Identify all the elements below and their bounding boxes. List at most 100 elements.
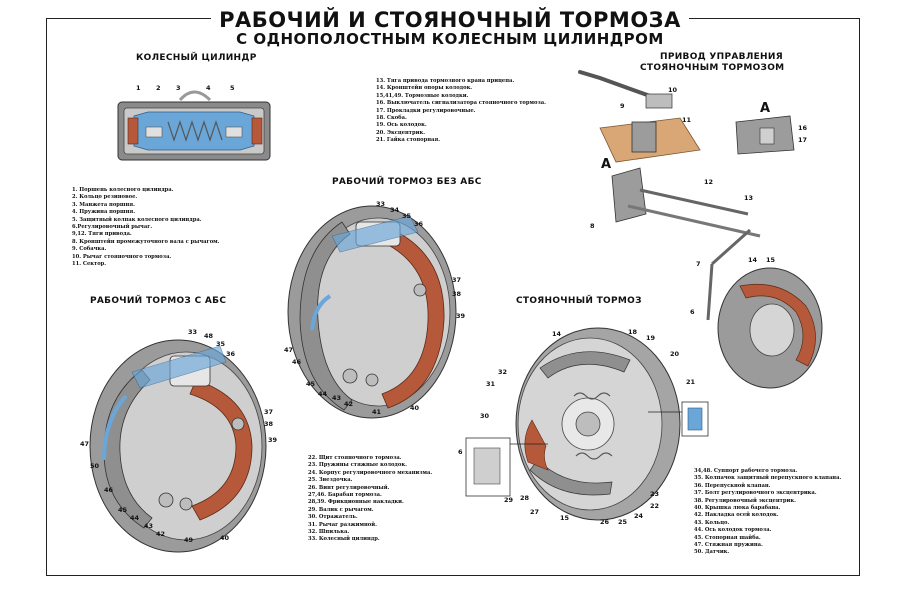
callout-drive: 12 <box>704 178 713 186</box>
heading-drive-line2: СТОЯНОЧНЫМ ТОРМОЗОМ <box>640 63 785 73</box>
callout-no_abs: 41 <box>372 408 382 416</box>
callout-parking: 30 <box>480 412 490 420</box>
callout-abs: 40 <box>220 534 230 542</box>
callout-cylinder: 5 <box>230 84 235 92</box>
callout-no_abs: 47 <box>284 346 293 354</box>
callout-drive: 6 <box>690 308 695 316</box>
callout-drive: 8 <box>590 222 595 230</box>
legend-item: 31. Рычаг разжимной. <box>308 521 377 528</box>
wheel-cylinder-illustration <box>117 90 271 161</box>
callout-no_abs: 45 <box>306 380 316 388</box>
poster-subtitle: С ОДНОПОЛОСТНЫМ КОЛЕСНЫМ ЦИЛИНДРОМ <box>0 30 900 48</box>
legend-item: 17. Прокладки регулировочные. <box>376 107 476 114</box>
view-a-marker: А <box>601 157 612 172</box>
callout-no_abs: 44 <box>318 390 328 398</box>
callout-abs: 44 <box>130 514 140 522</box>
callout-drive: 14 <box>748 256 758 264</box>
callout-no_abs: 42 <box>344 400 353 408</box>
callout-abs: 45 <box>118 506 128 514</box>
callout-parking: 28 <box>520 494 530 502</box>
callout-drive: 13 <box>744 194 753 202</box>
callout-parking: 20 <box>670 350 680 358</box>
legend-item: 35. Колпачок защитный перепускного клапа… <box>694 475 842 482</box>
callout-no_abs: 37 <box>452 276 461 284</box>
legend-item: 6.Регулировочный рычаг. <box>72 224 153 231</box>
callout-no_abs: 43 <box>332 394 341 402</box>
legend-item: 5. Защитный колпак колесного цилиндра. <box>72 216 202 223</box>
legend-item: 34,48. Суппорт рабочего тормоза. <box>694 468 798 474</box>
callout-drive: 10 <box>668 86 678 94</box>
callout-abs: 50 <box>90 462 100 470</box>
callout-no_abs: 46 <box>292 358 302 366</box>
callout-no_abs: 36 <box>414 220 424 228</box>
callout-parking: 18 <box>628 328 638 336</box>
view-a-label: А <box>760 101 771 116</box>
callout-cylinder: 1 <box>136 84 141 92</box>
callout-parking: 32 <box>498 368 507 376</box>
legend-item: 8. Кронштейн промежуточного вала с рычаг… <box>72 238 220 245</box>
callout-cylinder: 3 <box>176 84 181 92</box>
callout-cylinder: 2 <box>156 84 161 92</box>
legend-item: 42. Накладка осей колодок. <box>694 512 779 519</box>
legend-item: 16. Выключатель сигнализатора стояночног… <box>376 100 546 107</box>
callout-no_abs: 40 <box>410 404 420 412</box>
legend-item: 21. Гайка стопорная. <box>376 137 441 144</box>
callout-drive: 11 <box>682 116 692 124</box>
legend-item: 36. Перепускной клапан. <box>694 482 771 489</box>
callout-parking: 31 <box>486 380 496 388</box>
callout-no_abs: 34 <box>390 206 400 214</box>
legend-item: 19. Ось колодок. <box>376 122 427 129</box>
callout-abs: 33 <box>188 328 197 336</box>
callout-parking: 24 <box>634 512 644 520</box>
callout-drive: 7 <box>696 260 701 268</box>
callout-drive: 15 <box>766 256 776 264</box>
legend-item: 23. Пружины стяжные колодок. <box>308 462 407 469</box>
legend-item: 32. Шпилька. <box>308 529 350 536</box>
legend-item: 28,39. Фрикционные накладки. <box>308 499 404 506</box>
legend-item: 9. Собачка. <box>72 246 107 253</box>
callout-drive: 17 <box>798 136 807 144</box>
heading-parking-brake: СТОЯНОЧНЫЙ ТОРМОЗ <box>516 296 642 306</box>
legend-item: 50. Датчик. <box>694 549 730 556</box>
legend-item: 9,12. Тяги привода. <box>72 231 132 238</box>
heading-brake-no-abs: РАБОЧИЙ ТОРМОЗ БЕЗ АБС <box>332 177 482 187</box>
legend-item: 26. Винт регулировочный. <box>308 484 390 491</box>
callout-parking: 22 <box>650 502 659 510</box>
legend-item: 33. Колесный цилиндр. <box>308 536 380 543</box>
heading-drive-line1: ПРИВОД УПРАВЛЕНИЯ <box>660 52 783 62</box>
legend-item: 10. Рычаг стояночного тормоза. <box>72 253 172 260</box>
callout-abs: 48 <box>204 332 214 340</box>
callout-abs: 36 <box>226 350 236 358</box>
callout-no_abs: 39 <box>456 312 466 320</box>
parking-drive-illustration <box>578 70 823 389</box>
legend-item: 44. Ось колодок тормоза. <box>694 527 772 534</box>
callout-parking: 29 <box>504 496 514 504</box>
legend-item: 27,46. Барабан тормоза. <box>308 492 382 499</box>
legend-item: 30. Отражатель. <box>308 514 358 521</box>
callout-abs: 47 <box>80 440 89 448</box>
legend-left: 1. Поршень колесного цилиндра.2. Кольцо … <box>72 187 219 268</box>
legend-item: 18. Скоба. <box>376 115 407 122</box>
callout-parking: 6 <box>458 448 463 456</box>
callout-parking: 26 <box>600 518 610 526</box>
callout-abs: 43 <box>144 522 153 530</box>
callout-drive: 16 <box>798 124 808 132</box>
callout-abs: 46 <box>104 486 114 494</box>
callout-drive: 9 <box>620 102 625 110</box>
brake-abs-illustration <box>89 339 267 553</box>
heading-brake-abs: РАБОЧИЙ ТОРМОЗ С АБС <box>90 296 227 306</box>
callout-parking: 27 <box>530 508 539 516</box>
legend-item: 14. Кронштейн опоры колодок. <box>376 85 473 92</box>
parking-brake-illustration <box>465 327 709 521</box>
legend-item: 43. Кольцо. <box>694 519 730 526</box>
callout-abs: 42 <box>156 530 165 538</box>
legend-item: 15,41,49. Тормозные колодки. <box>376 92 469 99</box>
legend-item: 38. Регулировочный эксцентрик. <box>694 497 796 504</box>
callout-no_abs: 33 <box>376 200 385 208</box>
legend-item: 2. Кольцо резиновое. <box>72 194 138 201</box>
callout-parking: 25 <box>618 518 628 526</box>
heading-wheel-cylinder: КОЛЕСНЫЙ ЦИЛИНДР <box>136 53 257 63</box>
